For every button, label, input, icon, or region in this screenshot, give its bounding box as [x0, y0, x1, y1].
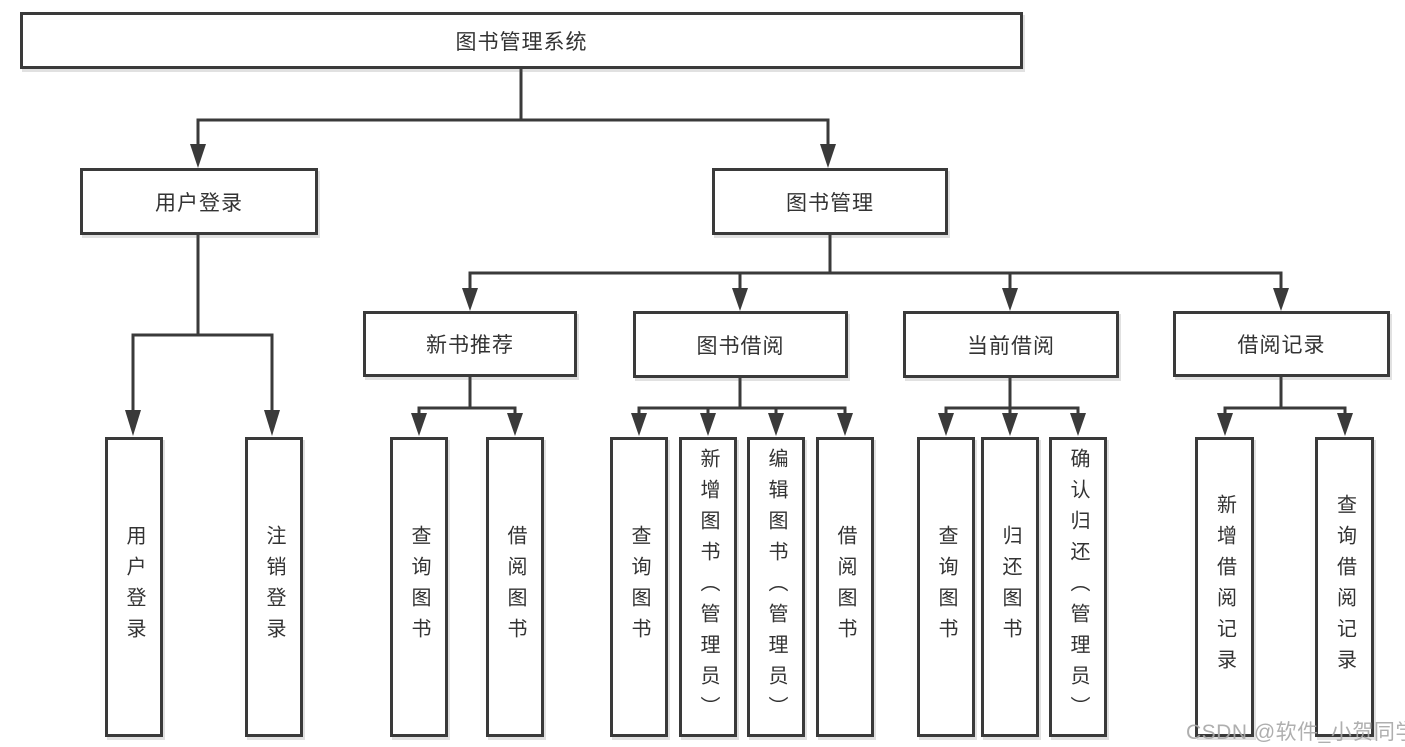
- node-label: 借阅图书: [504, 525, 526, 649]
- node-root-system: 图书管理系统: [20, 12, 1023, 69]
- node-label: 用户登录: [155, 191, 243, 215]
- node-label: 注销登录: [263, 525, 285, 649]
- leaf-edit-books-admin: 编辑图书（管理员）: [747, 437, 805, 737]
- node-label: 当前借阅: [967, 334, 1055, 358]
- node-book-management: 图书管理: [712, 168, 948, 235]
- node-label: 查询借阅记录: [1333, 494, 1356, 680]
- leaf-add-borrow-record: 新增借阅记录: [1195, 437, 1254, 737]
- node-label: 归还图书: [999, 525, 1021, 649]
- node-label: 图书管理: [786, 191, 874, 215]
- leaf-confirm-return-admin: 确认归还（管理员）: [1049, 437, 1107, 737]
- node-borrowing-records: 借阅记录: [1173, 311, 1390, 377]
- node-label: 图书管理系统: [455, 30, 588, 54]
- arrowhead-icons: [125, 144, 1353, 436]
- node-label: 借阅记录: [1237, 334, 1326, 357]
- leaf-query-books-borrowing: 查询图书: [610, 437, 668, 737]
- leaf-user-login: 用户登录: [105, 437, 163, 737]
- leaf-query-borrow-record: 查询借阅记录: [1315, 437, 1374, 737]
- leaf-return-books: 归还图书: [981, 437, 1039, 737]
- node-label: 用户登录: [123, 525, 145, 649]
- node-user-login: 用户登录: [80, 168, 318, 235]
- leaf-query-books-current: 查询图书: [917, 437, 975, 737]
- node-label: 确认归还（管理员）: [1067, 447, 1089, 727]
- node-label: 新增图书（管理员）: [697, 447, 719, 727]
- node-new-book-recommendation: 新书推荐: [363, 311, 577, 377]
- leaf-borrow-books-recommend: 借阅图书: [486, 437, 544, 737]
- leaf-query-books-recommend: 查询图书: [390, 437, 448, 737]
- leaf-add-books-admin: 新增图书（管理员）: [679, 437, 737, 737]
- node-label: 查询图书: [628, 525, 650, 649]
- csdn-watermark: CSDN @软件_小贺同学: [1186, 721, 1405, 744]
- node-label: 查询图书: [935, 525, 957, 649]
- node-book-borrowing: 图书借阅: [633, 311, 848, 378]
- leaf-borrow-books: 借阅图书: [816, 437, 874, 737]
- node-label: 新增借阅记录: [1213, 494, 1236, 680]
- leaf-logout: 注销登录: [245, 437, 303, 737]
- node-label: 查询图书: [408, 525, 430, 649]
- node-current-borrowing: 当前借阅: [903, 311, 1119, 378]
- node-label: 新书推荐: [426, 334, 514, 357]
- node-label: 借阅图书: [834, 525, 856, 649]
- node-label: 图书借阅: [696, 334, 785, 358]
- node-label: 编辑图书（管理员）: [765, 447, 787, 727]
